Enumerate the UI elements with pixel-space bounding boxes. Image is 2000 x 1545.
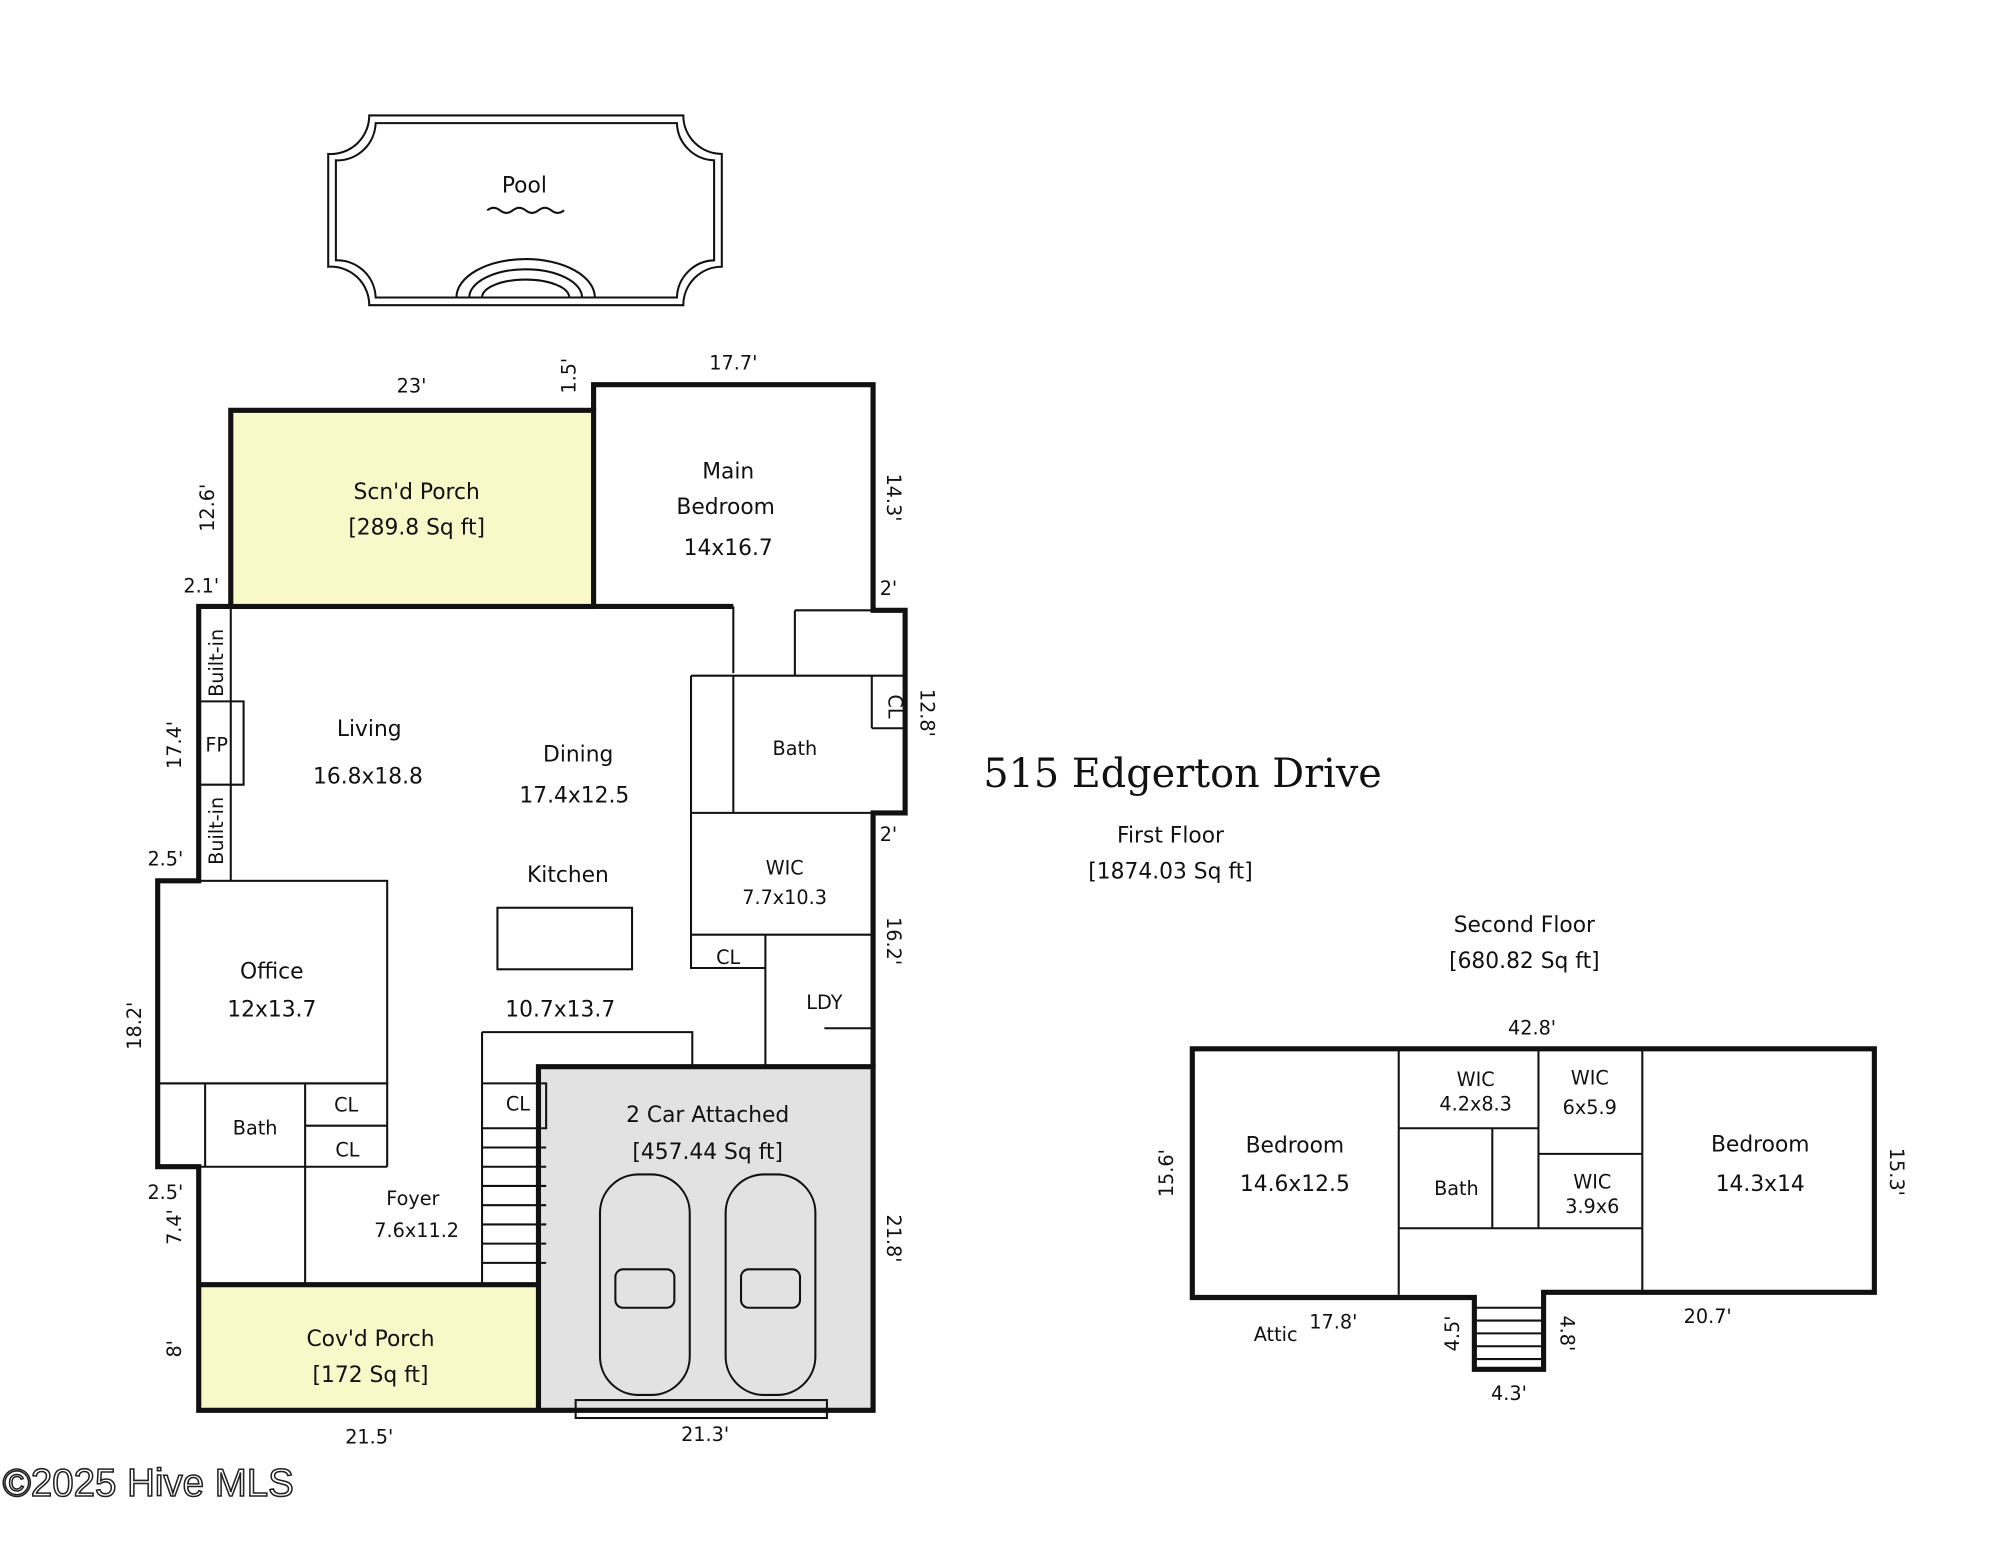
room-size: 10.7x13.7 <box>505 998 615 1023</box>
dimension: 42.8' <box>1508 1017 1556 1040</box>
room-name: CL <box>335 1138 359 1161</box>
room-size: 3.9x6 <box>1565 1195 1619 1218</box>
second-floor-label: Second Floor <box>1454 913 1595 938</box>
second-floor-dimensions: 42.8' 15.6' 15.3' 17.8' 20.7' 4.5' 4.8' … <box>1155 1017 1908 1405</box>
room-size: 16.8x18.8 <box>313 764 423 789</box>
dimension: 23' <box>397 374 427 397</box>
screened-porch <box>230 410 594 607</box>
room-name: LDY <box>806 991 842 1014</box>
dimension: 1.5' <box>558 358 581 394</box>
room-size: [289.8 Sq ft] <box>348 516 485 541</box>
dimension: 12.6' <box>196 484 219 532</box>
dimension: 2.1' <box>183 574 219 597</box>
room-size: 7.6x11.2 <box>374 1219 459 1242</box>
dimension: 21.3' <box>681 1423 729 1446</box>
dimension: 14.3' <box>882 473 905 521</box>
room-size: 17.4x12.5 <box>519 784 629 809</box>
room-name: Cov'd Porch <box>306 1327 434 1352</box>
pool: Pool <box>327 114 723 307</box>
car-icon <box>598 1173 817 1396</box>
room-name: Attic <box>1254 1323 1298 1346</box>
room-name: WIC <box>1457 1068 1495 1091</box>
room-size: [172 Sq ft] <box>313 1363 429 1388</box>
dimension: 17.8' <box>1309 1310 1357 1333</box>
room-name: 2 Car Attached <box>626 1103 789 1128</box>
dimension: 21.8' <box>882 1214 905 1262</box>
fireplace-label: FP <box>205 733 228 756</box>
room-size: [457.44 Sq ft] <box>632 1140 783 1165</box>
room-size: 4.2x8.3 <box>1439 1092 1512 1115</box>
dimension: 2.5' <box>147 1181 183 1204</box>
dimension: 12.8' <box>916 689 939 737</box>
room-size: 14.6x12.5 <box>1240 1172 1350 1197</box>
room-name: CL <box>334 1094 358 1117</box>
dimension: 2.5' <box>147 847 183 870</box>
pool-label: Pool <box>502 173 547 198</box>
room-name: Main <box>702 459 754 484</box>
room-name: CL <box>883 694 906 718</box>
first-floor-labels: Scn'd Porch [289.8 Sq ft] Main Bedroom 1… <box>205 459 906 1388</box>
first-floor-label: First Floor <box>1117 823 1224 848</box>
room-size: 12x13.7 <box>227 998 316 1023</box>
room-name: Bath <box>773 737 818 760</box>
dimension: 20.7' <box>1684 1305 1732 1328</box>
room-size: 14x16.7 <box>684 536 773 561</box>
room-name: Built-in <box>205 629 228 697</box>
room-name: WIC <box>766 856 804 879</box>
room-name: Office <box>240 959 304 984</box>
dimension: 15.6' <box>1155 1149 1178 1197</box>
room-name: Kitchen <box>527 863 609 888</box>
dimension: 2' <box>880 823 898 846</box>
room-name: Built-in <box>205 797 228 865</box>
dimension: 8' <box>163 1340 186 1358</box>
room-name: Bedroom <box>1711 1132 1810 1157</box>
room-name: CL <box>506 1092 530 1115</box>
room-name: Bedroom <box>1246 1134 1345 1159</box>
garage <box>538 1066 874 1411</box>
dimension: 4.8' <box>1555 1315 1578 1351</box>
room-size: 6x5.9 <box>1563 1096 1617 1119</box>
dimension: 16.2' <box>882 917 905 965</box>
room-name: CL <box>716 946 740 969</box>
dimension: 15.3' <box>1885 1148 1908 1196</box>
room-name: WIC <box>1573 1171 1611 1194</box>
second-floor-walls <box>1189 1046 1877 1372</box>
second-floor-labels: Bedroom 14.6x12.5 Bedroom 14.3x14 WIC 4.… <box>1240 1067 1810 1346</box>
first-floor-dimensions: 23' 1.5' 17.7' 12.6' 14.3' 2.1' 2' 12.8'… <box>123 351 938 1448</box>
dimension: 17.4' <box>163 721 186 769</box>
room-name: Dining <box>543 743 613 768</box>
room-size: 7.7x10.3 <box>742 886 827 909</box>
room-name: Bath <box>1434 1177 1479 1200</box>
second-floor-area: [680.82 Sq ft] <box>1449 949 1600 974</box>
dimension: 4.5' <box>1441 1315 1464 1351</box>
first-floor-area: [1874.03 Sq ft] <box>1088 859 1252 884</box>
room-name: Scn'd Porch <box>354 480 480 505</box>
dimension: 2' <box>880 577 898 600</box>
water-icon <box>486 206 565 214</box>
room-name: Foyer <box>386 1187 439 1210</box>
copyright-watermark: ©2025 Hive MLS <box>3 1462 294 1505</box>
dimension: 4.3' <box>1491 1382 1527 1405</box>
room-name: WIC <box>1571 1067 1609 1090</box>
room-name: Bedroom <box>676 495 775 520</box>
covered-porch <box>198 1284 536 1411</box>
room-name: Bath <box>233 1117 278 1140</box>
dimension: 18.2' <box>123 1002 146 1050</box>
room-size: 14.3x14 <box>1716 1172 1805 1197</box>
property-address: 515 Edgerton Drive <box>983 751 1381 797</box>
room-name: Living <box>337 717 402 742</box>
dimension: 7.4' <box>163 1209 186 1245</box>
dimension: 17.7' <box>709 351 757 374</box>
dimension: 21.5' <box>345 1426 393 1449</box>
first-floor-walls <box>155 382 908 1420</box>
